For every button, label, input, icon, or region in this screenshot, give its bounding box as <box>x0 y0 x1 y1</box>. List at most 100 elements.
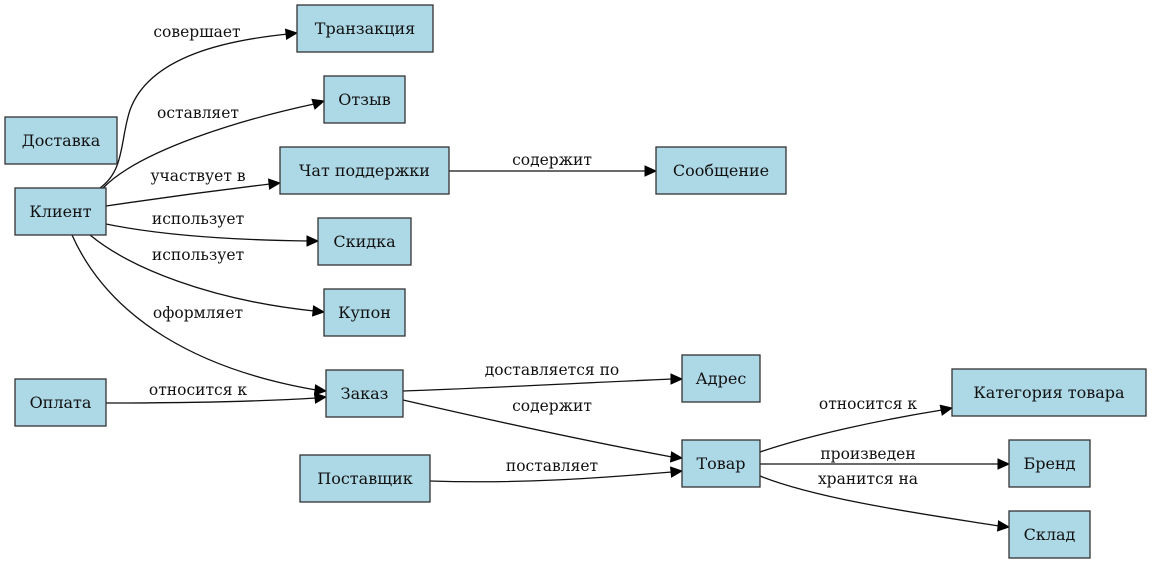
node-discount[interactable]: Скидка <box>317 217 412 266</box>
edge-label: использует <box>152 210 244 228</box>
arrowhead-icon <box>996 520 1011 532</box>
node-box <box>681 439 761 488</box>
node-label: Отзыв <box>338 90 390 109</box>
node-box <box>279 146 450 195</box>
node-label: Товар <box>696 454 745 473</box>
node-supplier[interactable]: Поставщик <box>299 454 431 503</box>
node-label: Клиент <box>29 202 91 221</box>
node-box <box>1008 510 1091 559</box>
edge-line <box>759 475 1000 527</box>
node-box <box>1008 439 1091 488</box>
edge-client-to-coupon: использует <box>89 234 326 317</box>
arrowhead-icon <box>644 165 658 177</box>
node-box <box>4 116 118 165</box>
node-label: Скидка <box>333 232 396 251</box>
edge-support_chat-to-message: содержит <box>449 151 658 177</box>
edge-line <box>71 234 317 391</box>
edge-product-to-warehouse: хранится на <box>759 470 1011 532</box>
node-transaction[interactable]: Транзакция <box>296 4 434 53</box>
node-category[interactable]: Категория товара <box>951 368 1147 417</box>
arrowhead-icon <box>939 404 954 416</box>
node-message[interactable]: Сообщение <box>655 146 787 195</box>
edge-line <box>402 378 673 392</box>
node-box <box>14 187 107 236</box>
node-box <box>317 217 412 266</box>
node-box <box>655 146 787 195</box>
edge-label: использует <box>152 246 244 264</box>
edge-client-to-discount: использует <box>105 210 320 247</box>
node-review[interactable]: Отзыв <box>323 75 406 124</box>
edge-client-to-order: оформляет <box>71 234 328 396</box>
edge-label: относится к <box>819 395 918 413</box>
edge-label: относится к <box>149 381 248 399</box>
edge-line <box>105 183 271 207</box>
edge-client-to-support_chat: участвует в <box>105 167 282 207</box>
edge-line <box>89 234 315 312</box>
node-support-chat[interactable]: Чат поддержки <box>279 146 450 195</box>
edge-payment-to-order: относится к <box>105 381 328 404</box>
node-box <box>14 378 107 427</box>
node-label: Склад <box>1024 525 1076 544</box>
node-box <box>323 75 406 124</box>
node-address[interactable]: Адрес <box>681 354 761 403</box>
node-box <box>681 354 761 403</box>
edge-line <box>105 397 317 404</box>
node-box <box>323 288 406 337</box>
node-product[interactable]: Товар <box>681 439 761 488</box>
arrowhead-icon <box>313 392 328 404</box>
node-client[interactable]: Клиент <box>14 187 107 236</box>
arrowhead-icon <box>670 373 684 385</box>
edge-label: участвует в <box>150 167 245 185</box>
edge-order-to-address: доставляется по <box>402 361 684 392</box>
edge-label: содержит <box>512 151 592 169</box>
node-brand[interactable]: Бренд <box>1008 439 1091 488</box>
edge-supplier-to-product: поставляет <box>429 457 684 483</box>
arrowhead-icon <box>311 98 326 110</box>
node-box <box>951 368 1147 417</box>
edge-client-to-review: оставляет <box>102 98 326 189</box>
node-label: Чат поддержки <box>299 161 430 180</box>
node-label: Бренд <box>1024 454 1076 473</box>
node-box <box>299 454 431 503</box>
edge-line <box>402 399 673 458</box>
node-box <box>325 369 404 418</box>
node-warehouse[interactable]: Склад <box>1008 510 1091 559</box>
node-label: Заказ <box>341 384 389 403</box>
edges-layer: совершает оставляет участвует в использует и… <box>71 23 1011 532</box>
edge-label: произведен <box>820 445 915 463</box>
node-delivery[interactable]: Доставка <box>4 116 118 165</box>
edge-label: поставляет <box>506 457 598 475</box>
edge-client-to-transaction: совершает <box>99 23 299 189</box>
edge-line <box>759 409 943 453</box>
node-label: Сообщение <box>673 161 769 180</box>
arrowhead-icon <box>284 28 299 41</box>
node-label: Оплата <box>30 393 92 412</box>
edge-label: оформляет <box>153 304 243 322</box>
arrowhead-icon <box>306 235 320 247</box>
edge-product-to-category: относится к <box>759 395 954 453</box>
node-coupon[interactable]: Купон <box>323 288 406 337</box>
edge-label: оставляет <box>157 104 239 122</box>
node-order[interactable]: Заказ <box>325 369 404 418</box>
arrowhead-icon <box>669 466 684 478</box>
edge-product-to-brand: произведен <box>760 445 1011 470</box>
arrowhead-icon <box>311 305 326 317</box>
edge-line <box>429 471 673 483</box>
node-label: Категория товара <box>973 383 1125 402</box>
edge-line <box>105 223 309 242</box>
node-box <box>296 4 434 53</box>
edge-line <box>102 103 315 189</box>
edge-label: совершает <box>153 23 240 41</box>
arrowhead-icon <box>669 451 684 463</box>
edge-label: хранится на <box>818 470 918 488</box>
node-label: Поставщик <box>317 469 412 488</box>
arrowhead-icon <box>997 458 1011 470</box>
edge-label: доставляется по <box>485 361 620 379</box>
edge-order-to-product: содержит <box>402 397 684 463</box>
node-label: Купон <box>338 303 391 322</box>
edge-line <box>99 33 289 189</box>
arrowhead-icon <box>267 178 282 190</box>
node-payment[interactable]: Оплата <box>14 378 107 427</box>
